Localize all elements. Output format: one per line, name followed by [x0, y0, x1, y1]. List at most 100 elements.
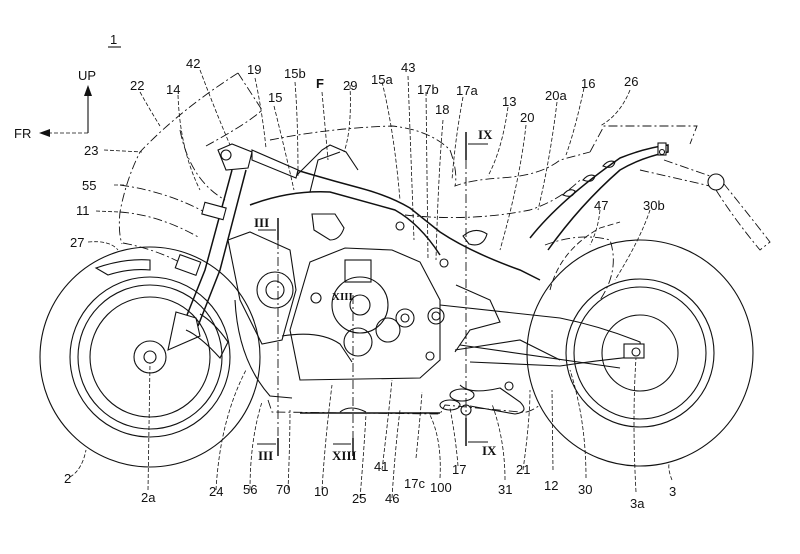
leader-23: [103, 149, 143, 153]
air-duct-29: [295, 144, 359, 177]
label-19: 19: [247, 62, 261, 77]
leader-56: [249, 401, 263, 491]
label-100: 100: [430, 480, 452, 495]
reference-numerals: 42 19 15b F 29 15a 43 17b 17a 18 13 20 2…: [64, 56, 676, 511]
link-bushing-upper: [449, 388, 475, 402]
section-lines: IX IX III III XIII XIII: [254, 127, 497, 463]
leader-17: [449, 407, 459, 467]
label-30: 30: [578, 482, 592, 497]
rear-axle-3a: [631, 347, 641, 357]
radiator-fan-hub: [265, 280, 285, 300]
brake-caliper: [185, 313, 229, 359]
leader-10: [321, 384, 333, 491]
drive-sprocket: [395, 308, 415, 328]
leader-3a: [633, 357, 637, 493]
label-14: 14: [166, 82, 180, 97]
leader-100: [429, 414, 441, 479]
front-fender-27: [94, 259, 151, 276]
frame-inner-rail: [249, 191, 441, 256]
rear-wheel: [526, 221, 754, 467]
subframe-rail: [529, 144, 669, 251]
handlebar: [251, 149, 299, 179]
subframe-holes: [562, 160, 616, 197]
leader-24: [215, 369, 247, 491]
leader-30b: [614, 209, 651, 281]
leader-16: [565, 87, 585, 156]
engine-bracket-front: [281, 333, 353, 363]
leader-13: [487, 106, 509, 177]
label-22: 22: [130, 78, 144, 93]
tail-bolt: [658, 148, 666, 156]
leader-29: [343, 84, 351, 153]
swingarm: [439, 304, 645, 369]
up-arrow-icon: [84, 85, 92, 96]
leader-43: [407, 75, 415, 241]
swingarm-pivot-center: [431, 311, 441, 321]
fairing-front-edge: [118, 72, 239, 245]
engine: [281, 221, 449, 381]
label-11: 11: [76, 203, 90, 218]
label-41: 41: [374, 459, 388, 474]
leader-2: [69, 449, 87, 478]
steering-stem-nut: [220, 149, 232, 161]
label-26: 26: [624, 74, 638, 89]
section-marker-IX-top: IX: [478, 127, 493, 142]
under-cowl: [267, 399, 541, 415]
direction-front-label: FR: [14, 126, 31, 141]
clutch-hub: [349, 294, 371, 316]
label-47: 47: [594, 198, 608, 213]
label-23: 23: [84, 143, 98, 158]
leader-19: [254, 77, 267, 149]
label-17b: 17b: [417, 82, 439, 97]
label-24: 24: [209, 484, 223, 499]
link-pivot-21: [504, 381, 514, 391]
front-wheel: [39, 246, 261, 468]
section-marker-XIII-bottom: XIII: [332, 448, 357, 463]
fairing-outline: [118, 72, 263, 269]
label-55: 55: [82, 178, 96, 193]
label-2: 2: [64, 471, 71, 486]
clutch-cover: [331, 276, 389, 334]
engine-crankcase: [289, 247, 441, 381]
drive-sprocket-center: [400, 313, 410, 323]
radiator-fan: [256, 271, 294, 309]
engine-mount-front: [310, 292, 322, 304]
air-duct-inner: [309, 151, 341, 193]
leader-lines: [69, 69, 673, 499]
label-F: F: [316, 76, 324, 91]
leader-70: [287, 409, 291, 491]
label-17a: 17a: [456, 83, 478, 98]
label-18: 18: [435, 102, 449, 117]
direction-indicator: UP FR: [14, 68, 96, 141]
frame-bolt-upper: [395, 221, 405, 231]
rear-linkage: [439, 284, 561, 416]
leader-46: [391, 409, 401, 499]
chain-line: [459, 344, 621, 369]
label-15b: 15b: [284, 66, 306, 81]
radiator: [227, 231, 297, 399]
footpeg-bracket: [454, 284, 501, 353]
leader-2a: [147, 362, 151, 491]
leader-25: [359, 413, 367, 499]
front-arrow-icon: [39, 129, 50, 137]
label-12: 12: [544, 478, 558, 493]
label-42: 42: [186, 56, 200, 71]
belly-pan-drain: [339, 407, 367, 413]
generator-cover: [343, 327, 373, 357]
label-70: 70: [276, 482, 290, 497]
leader-20: [499, 124, 527, 251]
frame-cutout-front: [311, 213, 345, 241]
section-marker-IX-bottom: IX: [482, 443, 497, 458]
radiator-core: [227, 231, 297, 345]
figure-numeral: 1: [110, 32, 117, 47]
engine-cover-top: [344, 259, 372, 283]
label-2a: 2a: [141, 490, 156, 505]
rear-subframe: [529, 142, 771, 251]
frame-cutout-rear: [462, 229, 488, 246]
fairing-line-11: [119, 211, 201, 239]
fairing-line-55: [119, 184, 211, 216]
leader-21: [522, 389, 531, 471]
front-suspension: [167, 143, 299, 359]
lower-clamp: [201, 201, 227, 221]
